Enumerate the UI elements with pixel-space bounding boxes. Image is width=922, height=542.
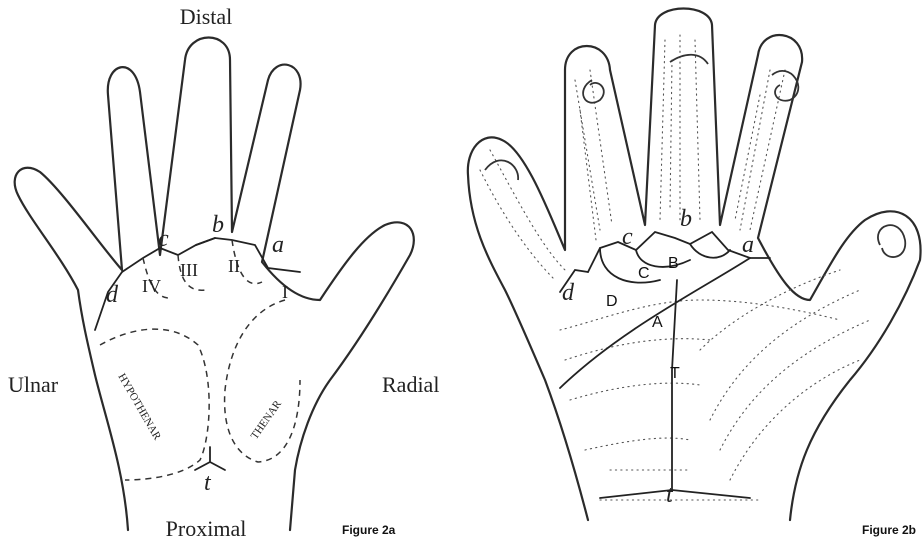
label-distal: Distal	[180, 4, 233, 29]
main-line-label-D: D	[606, 293, 618, 310]
area-III: III	[180, 260, 198, 280]
loop-pattern	[670, 55, 708, 64]
area-II: II	[228, 256, 240, 276]
hand-outline-2a	[15, 38, 414, 531]
triradius-c-2a: c	[158, 226, 169, 252]
label-ulnar: Ulnar	[8, 372, 59, 397]
triradius-a-2b: a	[742, 232, 754, 258]
whorl-pattern	[878, 225, 905, 257]
triradius-d-2b: d	[562, 280, 575, 306]
main-line-label-C: C	[638, 265, 650, 282]
label-radial: Radial	[382, 372, 439, 397]
area-IV: IV	[142, 276, 161, 296]
triradius-d-2a: d	[106, 282, 119, 308]
label-proximal: Proximal	[166, 516, 247, 541]
triradius-c-2b: c	[622, 224, 633, 250]
triradius-a-2a: a	[272, 232, 284, 258]
triradius-b-2b: b	[680, 206, 692, 232]
hand-outline-2b	[468, 9, 921, 521]
whorl-pattern	[772, 71, 798, 101]
thenar-dashed-area	[225, 300, 300, 462]
figure-2a: Distal Proximal Ulnar Radial a b c d t I…	[8, 4, 439, 541]
main-line-label-A: A	[652, 314, 663, 331]
main-line-label-T: T	[670, 365, 680, 382]
triradius-b-line	[196, 238, 215, 245]
area-I: I	[282, 282, 288, 302]
area-thenar: THENAR	[249, 398, 285, 442]
figure-2b: a b c d t A B C D T Figure 2b	[468, 9, 921, 538]
loop-pattern	[485, 160, 518, 180]
triradius-b-2a: b	[212, 212, 224, 238]
caption-figure-2a: Figure 2a	[342, 523, 396, 537]
caption-figure-2b: Figure 2b	[862, 523, 916, 537]
triradius-t-2a: t	[204, 470, 212, 496]
main-line-label-B: B	[668, 255, 679, 272]
area-hypothenar: HYPOTHENAR	[115, 372, 163, 443]
triradius-t-mark	[195, 447, 225, 470]
